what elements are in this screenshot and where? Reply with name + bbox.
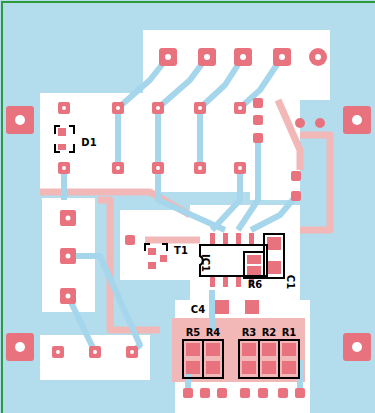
copper-area — [172, 318, 305, 382]
part-name: C4 — [191, 305, 205, 315]
part-name: D1 — [81, 138, 96, 148]
smd-pads — [58, 128, 296, 374]
part-name: R6 — [248, 280, 263, 290]
part-name: R5 — [186, 328, 201, 338]
pads — [6, 48, 371, 398]
part-name: R4 — [206, 328, 221, 338]
part-name: R2 — [262, 328, 277, 338]
part-name: R3 — [242, 328, 257, 338]
silk-areas — [40, 30, 330, 413]
part-name: T1 — [174, 246, 188, 256]
part-name: R1 — [282, 328, 297, 338]
bottom-traces — [40, 100, 330, 330]
top-traces — [64, 57, 300, 393]
component-outlines — [55, 126, 299, 378]
drill-holes — [15, 54, 362, 354]
part-name: C1 — [285, 275, 295, 289]
part-name: IC1 — [200, 254, 210, 272]
